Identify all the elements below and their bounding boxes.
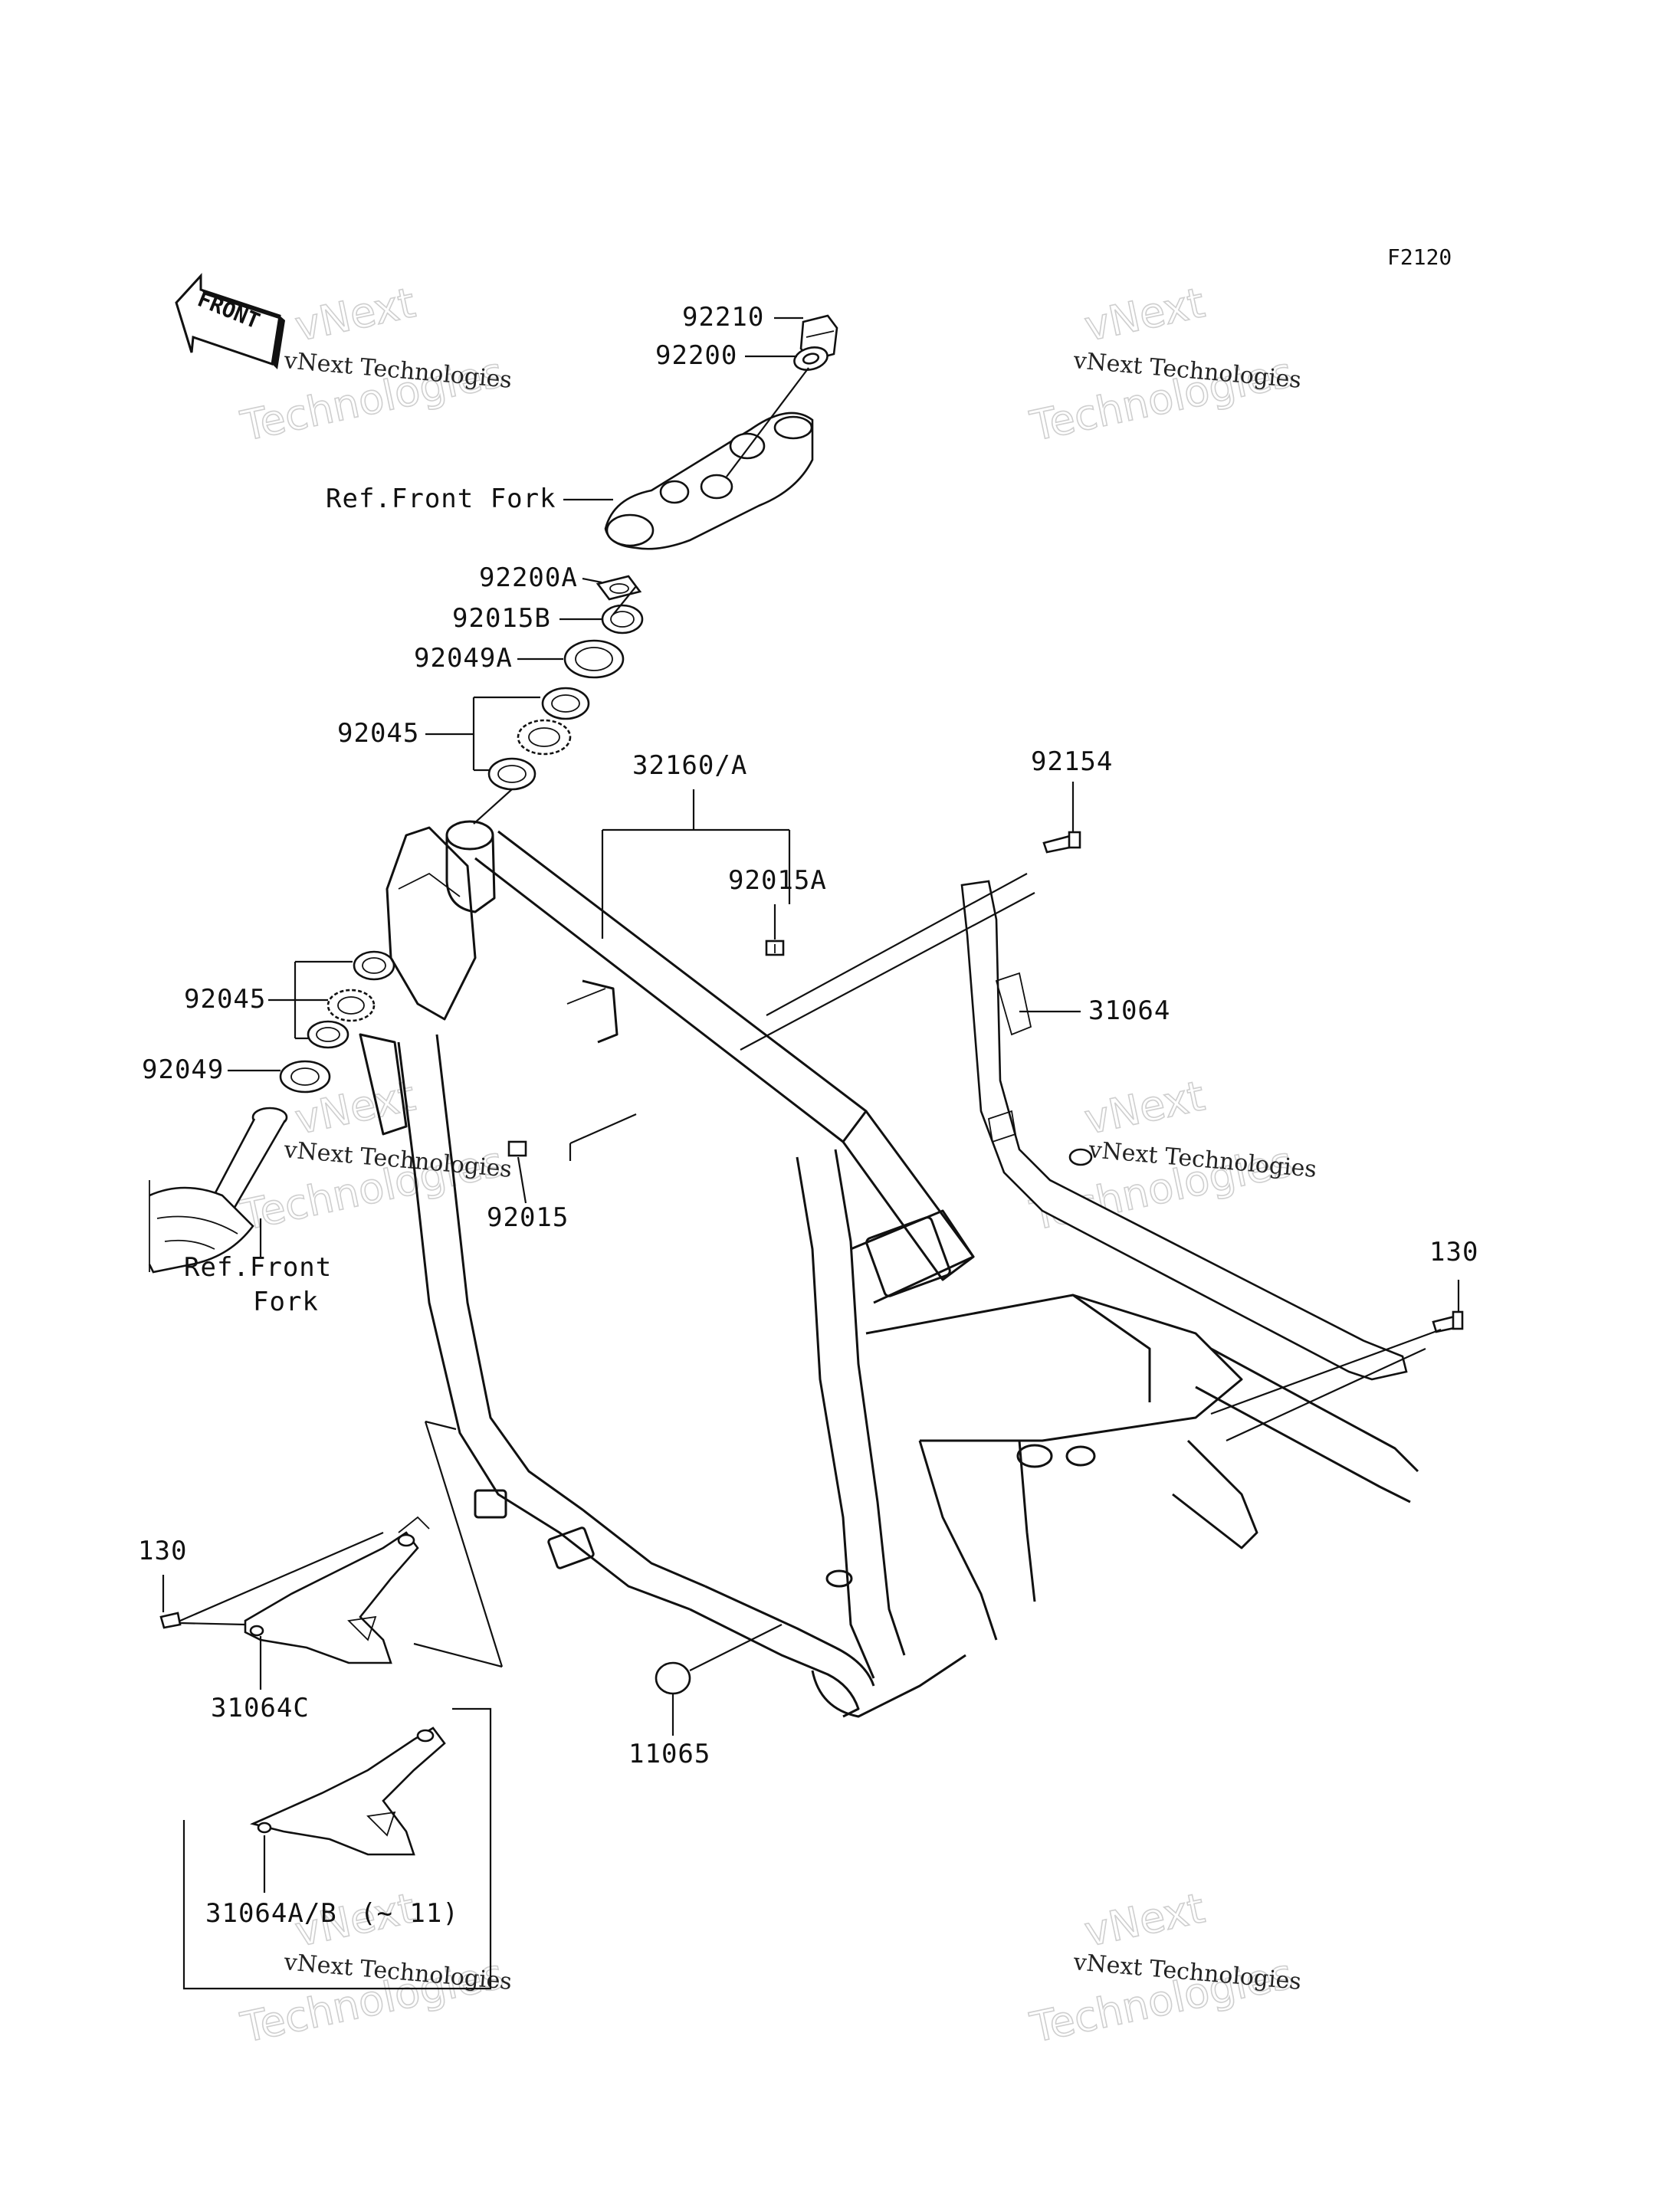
part-130-bolt-right [1432, 1310, 1464, 1333]
leader-lines [162, 316, 1460, 1893]
part-31064C-bracket [159, 1516, 430, 1664]
part-92154-bolt [1042, 831, 1081, 854]
label-31064AB-note: (~ 11) [360, 1898, 459, 1929]
svg-text:vNext: vNext [1081, 278, 1209, 350]
main-frame [359, 820, 1419, 1718]
label-31064AB: 31064A/B [205, 1898, 337, 1929]
part-92015A-nut [765, 939, 785, 956]
label-ref-front-line2: Fork [253, 1287, 319, 1317]
label-92045-top: 92045 [337, 718, 419, 749]
part-92049-seal [279, 1060, 331, 1094]
label-92154: 92154 [1031, 746, 1113, 777]
part-11065-cap [655, 1661, 691, 1695]
detail-box-31064AB [182, 1707, 492, 1990]
label-32160A: 32160/A [632, 750, 747, 781]
label-92045-left: 92045 [184, 984, 266, 1015]
label-92015B: 92015B [452, 603, 551, 634]
label-92210: 92210 [682, 302, 764, 333]
diagram-code: F2120 [1387, 244, 1452, 270]
svg-text:vNext: vNext [1081, 1071, 1209, 1143]
watermark-top-right: vNext Technologies vNext Technologies [1025, 277, 1302, 451]
label-92049A: 92049A [414, 643, 513, 674]
watermark-bottom-right: vNext Technologies vNext Technologies [1025, 1883, 1302, 2052]
part-92015B-nut [601, 604, 644, 635]
part-92045-bearing-upper [487, 687, 590, 791]
label-92200A: 92200A [479, 562, 578, 593]
ref-front-fork-stem [148, 1107, 288, 1274]
label-11065: 11065 [628, 1739, 710, 1769]
svg-text:vNext: vNext [1081, 1884, 1209, 1956]
label-92049: 92049 [142, 1054, 224, 1085]
front-arrow-icon: FRONT [175, 273, 285, 369]
label-ref-front-line1: Ref.Front [184, 1252, 332, 1283]
label-92015: 92015 [487, 1202, 569, 1233]
label-31064: 31064 [1088, 995, 1170, 1026]
label-31064C: 31064C [211, 1693, 310, 1723]
label-130-right: 130 [1429, 1237, 1478, 1267]
part-92045-bearing-lower [307, 950, 395, 1049]
label-130-left: 130 [138, 1536, 187, 1566]
part-92200-washer [793, 346, 829, 371]
part-92015-nut [507, 1140, 527, 1157]
part-92049A-seal [563, 639, 625, 679]
part-92200A-lockwasher [596, 575, 642, 601]
label-ref-front-fork-top: Ref.Front Fork [326, 484, 556, 514]
part-upper-bracket [604, 412, 814, 550]
part-31064-rail [960, 880, 1408, 1381]
label-92200: 92200 [655, 340, 737, 371]
svg-text:vNext: vNext [291, 278, 419, 350]
label-92015A: 92015A [728, 865, 827, 896]
